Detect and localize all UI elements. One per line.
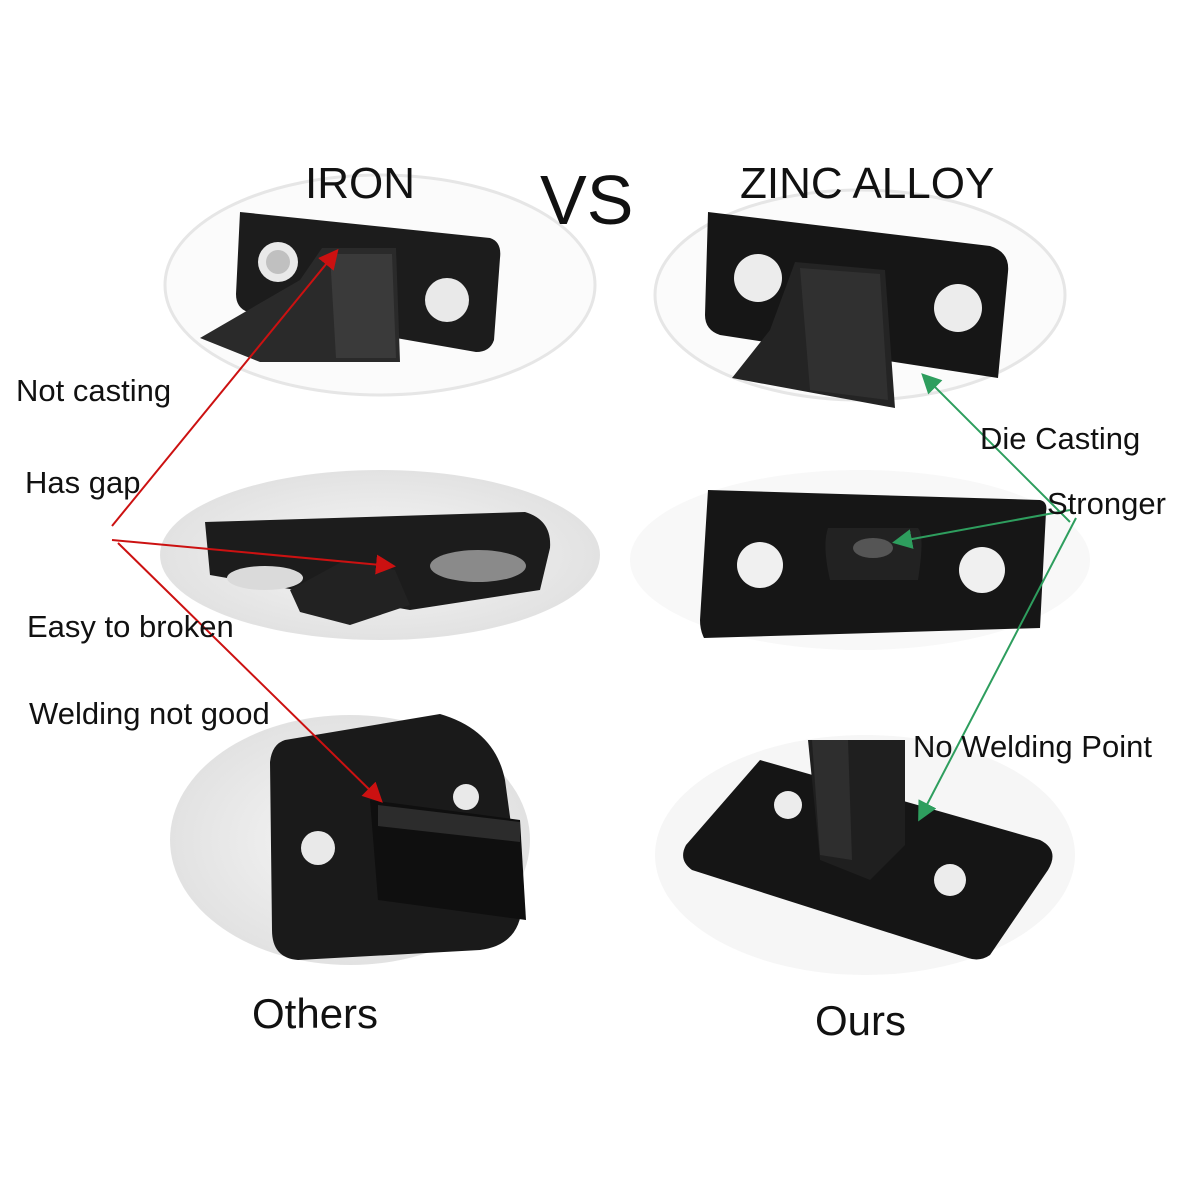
zinc-part-bottom bbox=[683, 740, 1053, 960]
vs-label: VS bbox=[540, 161, 634, 239]
note-easy-to-broken: Easy to broken bbox=[27, 609, 234, 644]
note-die-casting: Die Casting bbox=[980, 421, 1141, 456]
fault-arrows bbox=[111, 248, 396, 803]
caption-others: Others bbox=[252, 990, 379, 1037]
zinc-part-side bbox=[700, 490, 1047, 638]
note-no-welding-point: No Welding Point bbox=[913, 729, 1152, 764]
note-not-casting: Not casting bbox=[16, 373, 172, 408]
iron-part-side bbox=[205, 512, 551, 625]
note-welding-not-good: Welding not good bbox=[29, 696, 270, 731]
iron-part-top bbox=[200, 212, 501, 362]
note-stronger: Stronger bbox=[1047, 486, 1166, 521]
zinc-part-top bbox=[705, 212, 1009, 408]
strength-arrows bbox=[892, 373, 1077, 822]
caption-ours: Ours bbox=[815, 997, 907, 1044]
iron-part-bottom bbox=[270, 714, 526, 960]
note-has-gap: Has gap bbox=[25, 465, 141, 500]
iron-title: IRON bbox=[305, 159, 415, 208]
zinc-alloy-title: ZINC ALLOY bbox=[740, 159, 995, 208]
